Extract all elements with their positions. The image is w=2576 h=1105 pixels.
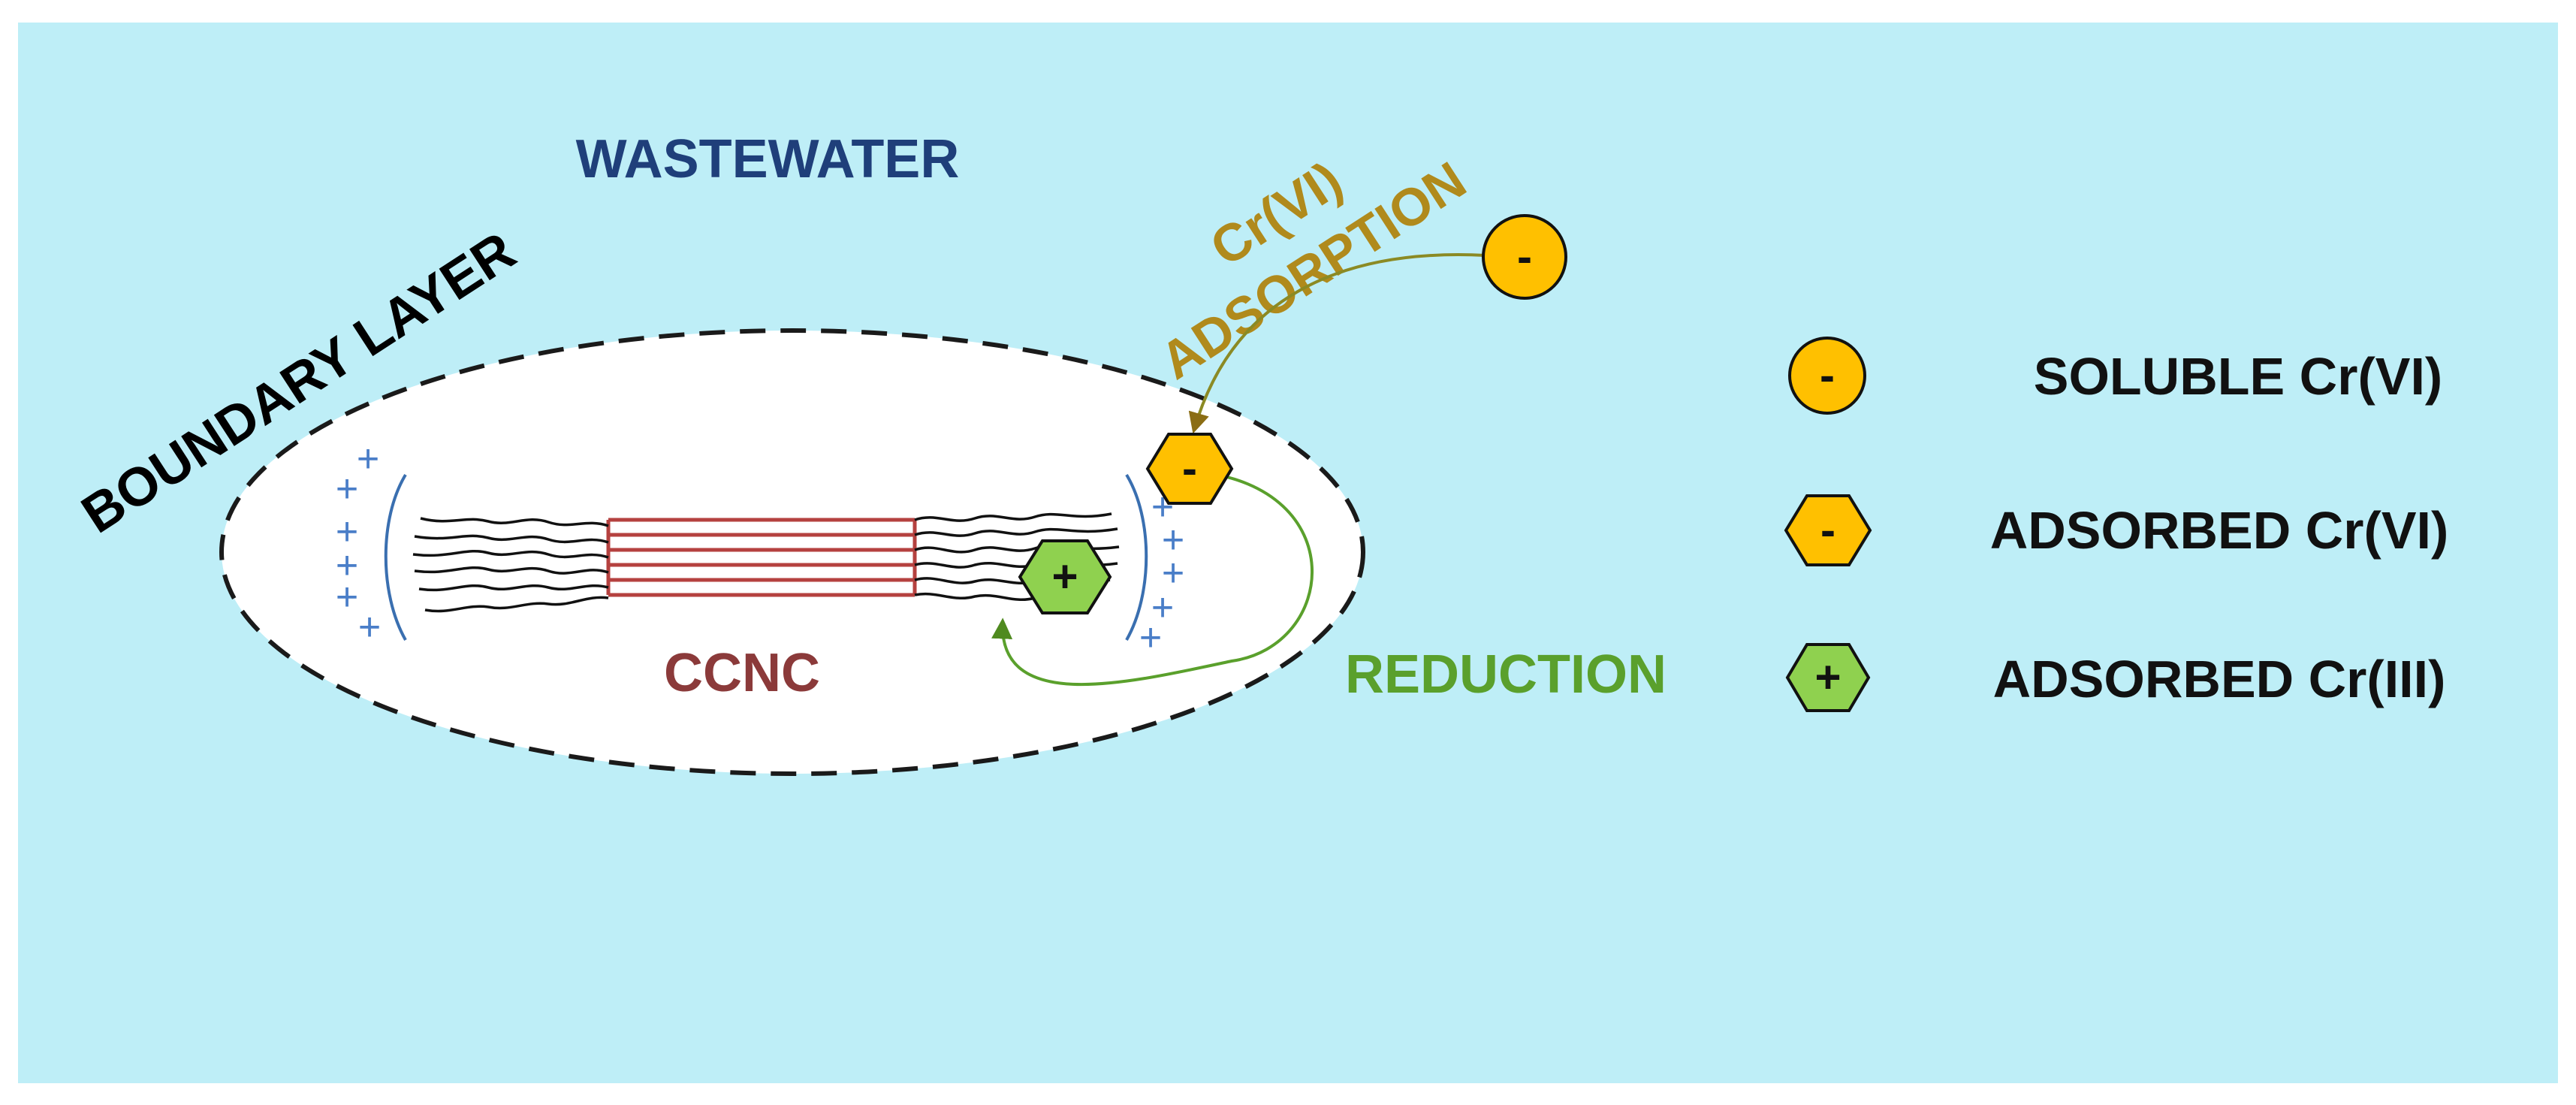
- soluble-cr6-sign: -: [1517, 231, 1532, 282]
- legend-sign: -: [1820, 350, 1835, 400]
- charge-plus: +: [336, 510, 358, 554]
- legend-hexagon-icon: [1785, 643, 1871, 712]
- legend: - SOLUBLE Cr(VI) - ADSORBED Cr(VI) + ADS…: [1784, 337, 2449, 712]
- legend-item-adsorbed-cr6: - ADSORBED Cr(VI): [1784, 494, 2449, 566]
- charge-plus: +: [357, 437, 379, 481]
- charge-plus: +: [336, 467, 358, 511]
- legend-item-soluble-cr6: - SOLUBLE Cr(VI): [1788, 337, 2442, 415]
- charge-plus: +: [1151, 586, 1174, 629]
- charge-plus: +: [1162, 518, 1184, 562]
- soluble-cr6-ion: -: [1482, 214, 1567, 300]
- soluble-cr6-circle: [1482, 214, 1567, 300]
- wastewater-label: WASTEWATER: [576, 129, 960, 189]
- adsorbed-cr6-ion: -: [1145, 433, 1234, 505]
- adsorption-arrow: [1188, 253, 1486, 434]
- ccnc-crystal-core: [606, 518, 917, 597]
- reduction-arrow: [991, 470, 1314, 687]
- ccnc-label: CCNC: [664, 643, 820, 703]
- charge-plus: +: [1162, 551, 1184, 595]
- legend-label: ADSORBED Cr(VI): [1990, 501, 2449, 560]
- adsorbed-cr3-ion: +: [1018, 539, 1112, 614]
- reduction-label: REDUCTION: [1345, 645, 1667, 705]
- legend-sign: -: [1820, 505, 1835, 555]
- legend-hexagon-icon: [1784, 494, 1872, 566]
- ccnc-left-chains: [412, 517, 609, 613]
- boundary-layer-ellipse: [219, 328, 1365, 776]
- adsorbed-cr6-sign: -: [1182, 443, 1197, 494]
- right-positive-charges: + + + + +: [1139, 485, 1184, 660]
- legend-label: SOLUBLE Cr(VI): [2034, 347, 2442, 406]
- charge-plus: +: [336, 575, 358, 619]
- right-surface-bracket: [1125, 473, 1148, 641]
- charge-plus: +: [336, 544, 358, 587]
- adsorbed-cr3-hexagon: [1018, 539, 1112, 614]
- left-surface-bracket: [384, 473, 407, 641]
- left-positive-charges: + + + + + +: [336, 437, 381, 649]
- legend-circle-icon: [1788, 337, 1866, 415]
- legend-sign: +: [1814, 652, 1841, 702]
- legend-item-adsorbed-cr3: + ADSORBED Cr(III): [1785, 643, 2446, 712]
- charge-plus: +: [358, 605, 381, 649]
- charge-plus: +: [1139, 616, 1162, 660]
- adsorbed-cr6-hexagon: [1145, 433, 1234, 505]
- legend-label: ADSORBED Cr(III): [1993, 650, 2446, 708]
- adsorbed-cr3-sign: +: [1051, 551, 1078, 602]
